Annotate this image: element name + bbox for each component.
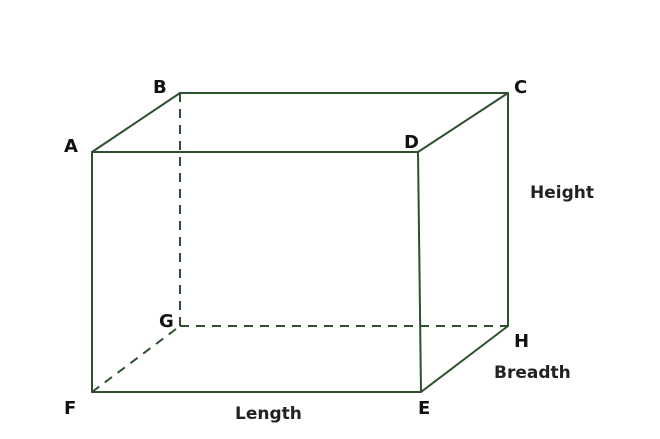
vertex-label-g: G xyxy=(159,311,174,332)
breadth-label: Breadth xyxy=(494,363,571,383)
edge-de xyxy=(417,151,422,393)
edge-cd xyxy=(417,92,509,153)
edge-ab xyxy=(91,92,181,153)
length-label: Length xyxy=(235,404,302,424)
height-label: Height xyxy=(530,183,594,203)
edge-fg-hidden xyxy=(91,325,181,393)
vertex-label-h: H xyxy=(514,331,529,352)
vertex-label-d: D xyxy=(404,132,419,153)
vertex-label-c: C xyxy=(514,77,527,98)
vertex-label-a: A xyxy=(64,136,78,157)
vertex-label-b: B xyxy=(153,77,167,98)
vertex-label-e: E xyxy=(418,398,430,419)
vertex-label-f: F xyxy=(64,398,76,419)
edge-eh xyxy=(420,325,509,393)
